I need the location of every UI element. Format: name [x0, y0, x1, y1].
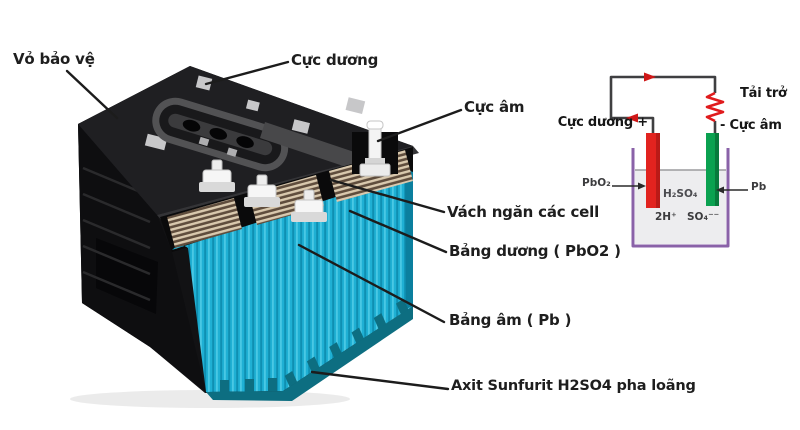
leader-positive-term — [204, 60, 290, 86]
leader-electrolyte — [310, 370, 450, 391]
label-cathode-material: Pb — [751, 181, 767, 193]
terminal-posts — [199, 120, 398, 222]
label-positive-plate: Bảng dương ( PbO2 ) — [449, 242, 621, 260]
leader-lines — [65, 60, 463, 391]
current-arrow-left — [626, 113, 638, 123]
cell-post-1 — [199, 159, 235, 192]
current-arrow-top — [644, 72, 656, 82]
label-load-resistor: Tải trở — [740, 86, 787, 101]
leader-case — [65, 69, 119, 120]
label-negative-terminal: Cực âm — [464, 98, 525, 116]
label-negative-plate: Bảng âm ( Pb ) — [449, 311, 572, 329]
plate-stack — [172, 169, 413, 392]
label-electrolyte-formula: H₂SO₄ — [663, 188, 698, 200]
leader-negative-plate — [297, 243, 446, 324]
plate-stack-right-edge — [405, 169, 413, 309]
label-hydrogen-ions: 2H⁺ — [655, 211, 677, 223]
label-electrolyte-acid: Axit Sunfurit H2SO4 pha loãng — [451, 378, 696, 394]
resistor-zigzag — [705, 91, 725, 123]
handle-bracket — [260, 122, 372, 174]
leader-cell-divider — [329, 178, 446, 214]
negative-terminal-post — [352, 120, 398, 177]
battery-handle — [152, 97, 289, 172]
label-anode-material: PbO₂ — [582, 177, 611, 189]
negative-electrode-bar — [706, 133, 719, 206]
battery-illustration — [70, 66, 419, 408]
label-circuit-positive: Cực dương + — [557, 115, 649, 130]
beaker — [631, 148, 730, 248]
cathode-pointer — [716, 186, 748, 194]
circuit-schematic — [609, 72, 748, 248]
positive-electrode-bar — [646, 133, 660, 208]
label-circuit-negative: - Cực âm — [720, 118, 782, 133]
positive-terminal-square — [195, 75, 213, 91]
battery-left-face — [78, 124, 206, 392]
label-cell-divider: Vách ngăn các cell — [447, 203, 600, 221]
cell-post-2 — [244, 174, 280, 207]
leader-positive-plate — [348, 209, 448, 254]
leader-negative-term — [376, 108, 463, 143]
cell-post-3 — [291, 189, 327, 222]
label-sulfate-ions: SO₄⁻⁻ — [687, 211, 720, 223]
label-positive-terminal: Cực dương — [291, 51, 379, 69]
circuit-wire — [609, 75, 717, 134]
label-protective-case: Vỏ bảo vệ — [13, 50, 95, 68]
acid-base — [206, 298, 413, 401]
anode-pointer — [612, 182, 646, 190]
